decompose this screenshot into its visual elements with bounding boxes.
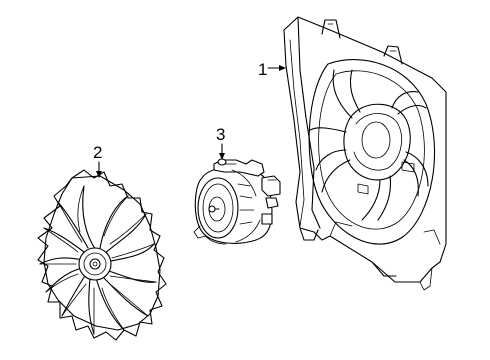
fan-shroud (283, 16, 447, 291)
callout-1: 1 (258, 60, 286, 79)
callout-3: 3 (216, 125, 225, 160)
callout-label-1: 1 (258, 60, 267, 79)
callout-label-2: 2 (93, 143, 102, 162)
fan-blade (37, 169, 167, 341)
callout-label-3: 3 (216, 125, 225, 144)
fan-motor (193, 158, 281, 245)
callout-2: 2 (93, 143, 102, 178)
